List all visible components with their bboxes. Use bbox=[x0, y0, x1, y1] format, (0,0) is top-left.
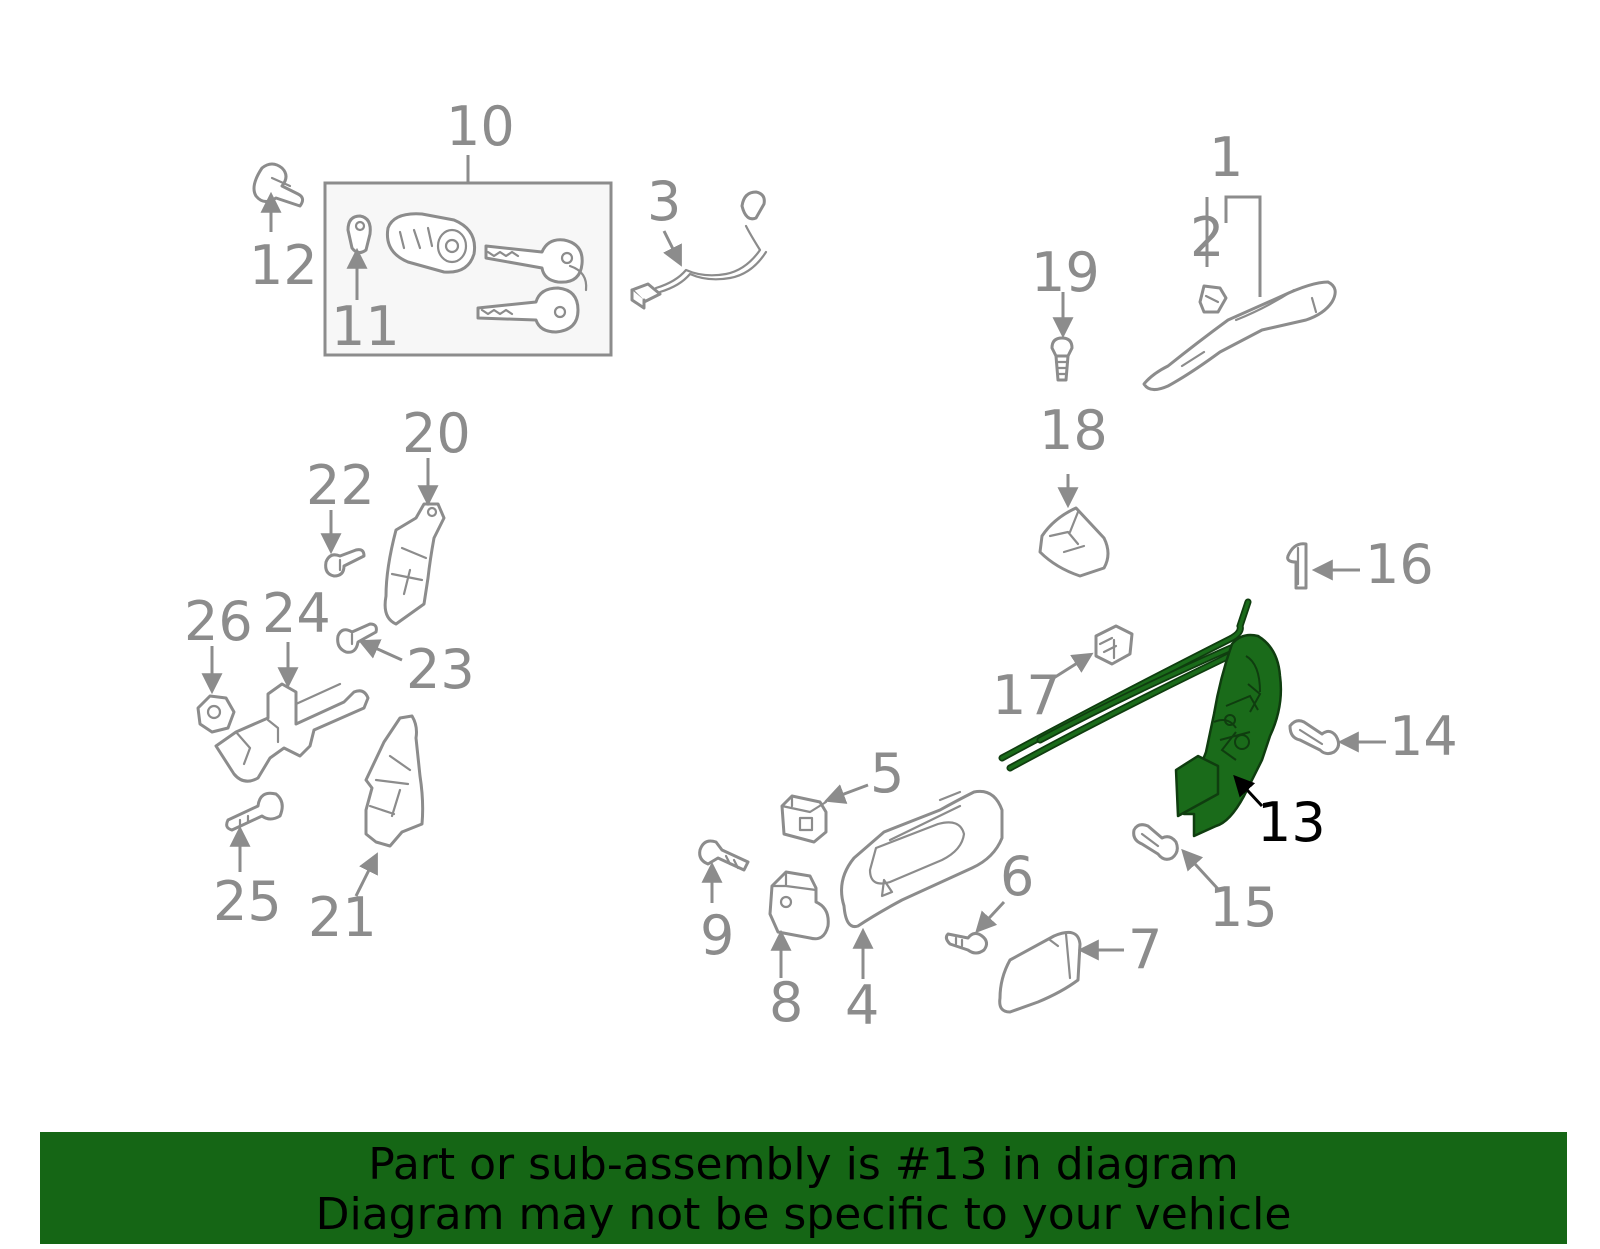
callout-9: 9 bbox=[700, 904, 734, 967]
callout-6: 6 bbox=[1000, 845, 1034, 908]
callout-3: 3 bbox=[647, 170, 681, 233]
callout-2: 2 bbox=[1190, 206, 1224, 269]
part-22-bolt bbox=[320, 510, 366, 578]
banner-line-1: Part or sub-assembly is #13 in diagram bbox=[368, 1139, 1239, 1190]
part-20-upper-hinge bbox=[383, 458, 446, 626]
part-4-inner-handle bbox=[840, 789, 1004, 979]
callout-labels: 10 12 11 3 1 2 19 18 16 17 14 13 15 5 6 … bbox=[184, 95, 1458, 1037]
part-13-latch-assembly bbox=[998, 598, 1283, 838]
callout-17: 17 bbox=[992, 664, 1061, 727]
callout-16: 16 bbox=[1365, 533, 1434, 596]
part-6-screw bbox=[944, 900, 1006, 955]
callout-5: 5 bbox=[870, 742, 904, 805]
part-24-door-check bbox=[196, 642, 370, 783]
callout-7: 7 bbox=[1128, 918, 1162, 981]
callout-11: 11 bbox=[331, 295, 400, 358]
part-23-bolt bbox=[336, 622, 403, 662]
part-17-clip bbox=[1051, 624, 1134, 681]
callout-26: 26 bbox=[184, 590, 253, 653]
part-18-bracket bbox=[1038, 474, 1110, 578]
part-8-bracket bbox=[768, 870, 830, 978]
part-16-pin bbox=[1286, 542, 1360, 590]
part-3-harness bbox=[630, 190, 768, 310]
part-1-outer-handle bbox=[1142, 195, 1337, 391]
callout-15: 15 bbox=[1209, 876, 1278, 939]
part-7-cover bbox=[998, 930, 1124, 1014]
callout-1: 1 bbox=[1209, 126, 1243, 189]
callout-12: 12 bbox=[249, 234, 318, 297]
callout-4: 4 bbox=[845, 974, 879, 1037]
part-25-bolt bbox=[225, 791, 284, 872]
callout-25: 25 bbox=[213, 870, 282, 933]
callout-23: 23 bbox=[406, 638, 475, 701]
callout-19: 19 bbox=[1031, 241, 1100, 304]
callout-20: 20 bbox=[402, 402, 471, 465]
part-19-screw bbox=[1050, 292, 1074, 382]
part-15-bolt bbox=[1132, 823, 1220, 891]
callout-13: 13 bbox=[1257, 791, 1326, 854]
callout-10: 10 bbox=[446, 95, 515, 158]
part-12-bolt bbox=[252, 162, 305, 232]
callout-14: 14 bbox=[1389, 705, 1458, 768]
part-21-lower-hinge bbox=[354, 714, 425, 897]
callout-8: 8 bbox=[769, 971, 803, 1034]
callout-21: 21 bbox=[308, 886, 377, 949]
info-banner: Part or sub-assembly is #13 in diagram D… bbox=[40, 1132, 1567, 1244]
callout-18: 18 bbox=[1039, 399, 1108, 462]
callout-22: 22 bbox=[306, 454, 375, 517]
part-9-screw bbox=[698, 839, 750, 903]
part-5-clip bbox=[780, 783, 869, 844]
part-10-lock-set bbox=[323, 155, 613, 357]
part-14-bolt bbox=[1288, 719, 1386, 756]
banner-line-2: Diagram may not be specific to your vehi… bbox=[315, 1189, 1292, 1240]
callout-24: 24 bbox=[262, 582, 331, 645]
